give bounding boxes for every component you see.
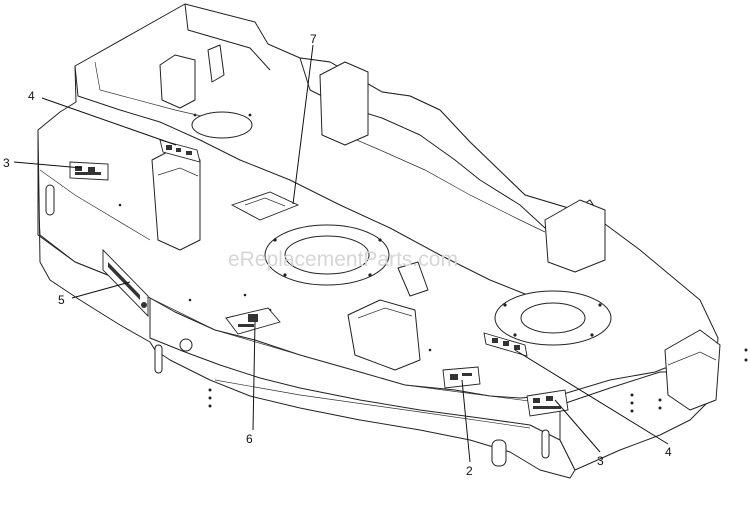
watermark: eReplacementParts.com [228,248,458,271]
callout-4-right: 4 [665,445,672,459]
callout-2: 2 [466,464,473,478]
callout-7: 7 [310,32,317,46]
skirt-slot-right [491,439,507,467]
center-spindle-opening [284,235,370,275]
deck-front-lip [149,297,561,406]
decal-7-center [230,191,300,221]
center-anti-scalp-bracket [347,299,421,371]
belt-guard-plate [397,261,429,297]
rear-right-bracket [544,199,606,273]
decal-2-front [442,366,481,389]
callout-3-right: 3 [597,454,604,468]
deck-skirt-rib [214,379,531,429]
callout-5: 5 [58,293,65,307]
rear-post [207,44,225,83]
decal-3-left [69,161,109,181]
callout-3-left: 3 [3,156,10,170]
skirt-slot-left [45,184,55,216]
decals [69,139,569,417]
callout-labels: 4 3 7 5 6 2 3 4 [3,32,672,478]
skirt-height-holes [208,348,748,413]
skirt-slot-front [154,344,163,374]
front-roller-mount [179,338,193,352]
deck-rear-wall [74,65,541,301]
decal-4-rear [159,139,201,163]
callout-4-rear: 4 [28,89,35,103]
decal-3-right [526,389,569,417]
right-end-cap [664,329,721,411]
mower-deck-housing [37,3,748,479]
left-spindle-opening [191,111,253,139]
skirt-slot-end [541,429,550,459]
right-spindle-opening [520,302,586,334]
left-front-bracket [151,147,201,251]
callout-leaders [13,44,669,463]
callout-6: 6 [246,432,253,446]
left-pivot-bracket [159,54,196,109]
decal-6-front [225,307,281,335]
rear-center-bracket [319,61,369,146]
